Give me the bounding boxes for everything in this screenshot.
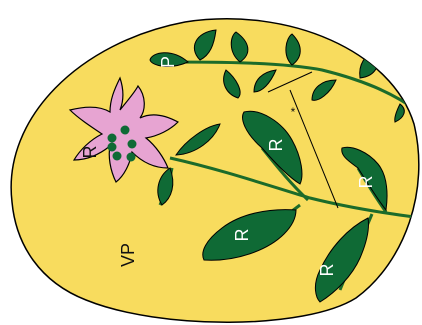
flower-center-dot: [108, 143, 117, 152]
label-p-leaf: P: [158, 56, 178, 68]
flower-center-dot: [127, 153, 136, 162]
label-asterisk: *: [291, 105, 296, 119]
label-r-flower: R: [80, 146, 100, 159]
flower-center-dot: [121, 126, 130, 135]
flower-center-dot: [108, 134, 117, 143]
label-vp: VP: [118, 243, 138, 267]
label-r-leaf: R: [317, 264, 337, 277]
label-r-leaf: R: [266, 139, 286, 152]
label-r-leaf: R: [356, 176, 376, 189]
flower-center-dot: [128, 140, 137, 149]
flower-center-dot: [113, 152, 122, 161]
label-r-leaf: R: [232, 229, 252, 242]
